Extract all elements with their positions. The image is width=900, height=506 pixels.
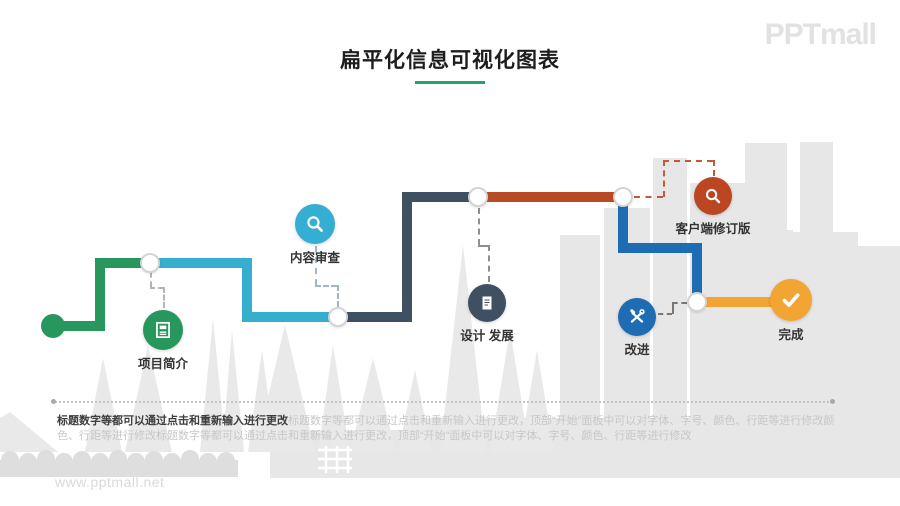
step-node-content-review[interactable]: 内容审查 <box>290 204 340 265</box>
dashed-connector <box>478 208 480 245</box>
step-node-project-intro[interactable]: 项目简介 <box>138 310 188 371</box>
window-grid-detail <box>318 446 352 473</box>
path-segment-rust <box>476 192 626 202</box>
divider-end-dot <box>830 399 835 404</box>
dashed-connector <box>658 313 672 315</box>
dashed-connector <box>315 246 317 285</box>
path-segment-blue <box>618 195 628 253</box>
path-segment-blue <box>618 243 702 253</box>
footer-note-light: 标题数字等都可以通过点击和重新输入进行更改，顶部“开始”面板中可以对字体、字号、… <box>57 415 835 442</box>
divider-end-dot <box>51 399 56 404</box>
path-segment-teal <box>242 312 343 322</box>
dashed-connector <box>634 196 663 198</box>
dashed-connector <box>163 287 165 308</box>
step-label: 设计 发展 <box>460 329 514 343</box>
path-segment-navy <box>402 192 482 202</box>
path-segment-navy <box>402 192 412 322</box>
pptmall-logo: PPTmall <box>764 18 877 51</box>
dashed-connector <box>672 302 687 304</box>
step-node-client-revision[interactable]: 客户端修订版 <box>675 177 751 236</box>
document-icon <box>482 296 492 310</box>
path-joint[interactable] <box>328 307 348 327</box>
dashed-connector <box>150 287 163 289</box>
dashed-connector <box>150 272 152 287</box>
dashed-connector <box>337 285 339 307</box>
tools-icon <box>630 309 645 323</box>
step-label: 完成 <box>778 328 804 342</box>
dashed-connector <box>713 160 715 176</box>
path-segment-navy <box>337 312 412 322</box>
dotted-divider <box>55 401 833 403</box>
footer-note-bold: 标题数字等都可以通过点击和重新输入进行更改 <box>57 415 288 427</box>
path-segment-green <box>95 258 153 268</box>
path-joint[interactable] <box>140 253 160 273</box>
path-joint[interactable] <box>687 292 707 312</box>
dashed-connector <box>663 160 713 162</box>
path-joint[interactable] <box>468 187 488 207</box>
title-underline <box>415 81 485 84</box>
watermark-url: www.pptmall.net <box>55 474 165 490</box>
project-icon <box>156 321 170 339</box>
search-icon <box>307 216 323 232</box>
path-segment-teal <box>242 258 252 322</box>
step-node-complete[interactable]: 完成 <box>770 279 812 342</box>
dashed-connector <box>315 285 337 287</box>
path-segment-green <box>50 321 105 331</box>
dashed-connector <box>478 245 488 247</box>
step-label: 客户端修订版 <box>675 222 751 236</box>
step-label: 项目简介 <box>137 357 189 371</box>
path-joint[interactable] <box>613 187 633 207</box>
search-icon <box>706 189 721 204</box>
check-icon <box>782 293 800 307</box>
path-segment-green <box>95 258 105 331</box>
path-segment-blue <box>692 243 702 307</box>
step-node-design-development[interactable]: 设计 发展 <box>460 284 514 343</box>
step-label: 内容审查 <box>289 251 341 265</box>
page-title: 扁平化信息可视化图表 <box>340 49 560 72</box>
dashed-connector <box>663 160 665 197</box>
footer-note: 标题数字等都可以通过点击和重新输入进行更改标题数字等都可以通过点击和重新输入进行… <box>57 414 845 444</box>
dashed-connector <box>488 245 490 282</box>
path-segment-orange <box>692 297 792 307</box>
path-segment-teal <box>148 258 252 268</box>
step-node-improve[interactable]: 改进 <box>618 298 656 357</box>
dashed-connector <box>672 302 674 314</box>
step-label: 改进 <box>624 343 650 357</box>
